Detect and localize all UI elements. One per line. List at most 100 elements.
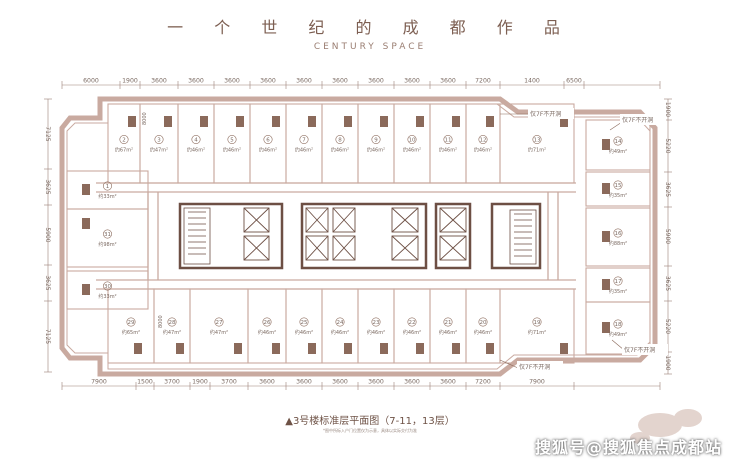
unit-25-area: 约46m² [295, 329, 313, 336]
unit-10-area: 约46m² [403, 147, 421, 154]
unit-26-number: 26 [264, 320, 271, 326]
unit-29-area: 约65m² [122, 329, 140, 336]
unit-10-number: 10 [409, 138, 416, 144]
dimension-bottom-4: 3700 [221, 379, 237, 386]
unit-30-outline [66, 270, 149, 310]
dimension-left-1: 3625 [44, 179, 51, 194]
unit-28-area: 约47m² [163, 329, 181, 336]
unit-1-column [82, 184, 90, 195]
callout-top-a: 仅7F不开洞 [500, 108, 574, 119]
unit-24-column [344, 343, 352, 354]
unit-3-area: 约47m² [150, 147, 168, 154]
page-title: 一 个 世 纪 的 成 都 作 品 [167, 18, 573, 37]
unit-5-column [236, 116, 244, 127]
elevator-bank-b [305, 207, 419, 261]
unit-6-number: 6 [266, 138, 270, 144]
dimension-right-6: 1900 [664, 355, 671, 370]
unit-31-column [82, 218, 90, 229]
unit-4-column [200, 116, 208, 127]
unit-15-outline [585, 171, 651, 207]
unit-24-number: 24 [337, 320, 344, 326]
dimension-left-0: 7125 [44, 126, 51, 141]
unit-28-column [176, 343, 184, 354]
unit-16-column [602, 231, 610, 242]
unit-4-number: 4 [194, 138, 198, 144]
wall-dimension-bottom: 8000 [158, 315, 164, 328]
unit-2-number: 2 [122, 138, 126, 144]
unit-8-area: 约46m² [331, 147, 349, 154]
dimension-right-1: 5220 [664, 138, 671, 153]
page-subtitle: CENTURY SPACE [313, 42, 427, 52]
unit-22-column [416, 343, 424, 354]
unit-11-area: 约46m² [439, 147, 457, 154]
unit-5-area: 约46m² [223, 147, 241, 154]
dimension-bottom-9: 3600 [404, 379, 420, 386]
unit-11-number: 11 [445, 138, 452, 144]
dimension-bottom-2: 3700 [164, 379, 180, 386]
dimension-bottom-7: 3600 [332, 379, 348, 386]
unit-27-number: 27 [216, 320, 223, 326]
unit-4-area: 约46m² [187, 147, 205, 154]
unit-9-number: 9 [374, 138, 378, 144]
svg-text:仅7F不开洞: 仅7F不开洞 [519, 363, 550, 371]
unit-13-column [560, 116, 568, 127]
unit-14-number: 14 [615, 139, 622, 145]
dimension-right-0: 1900 [664, 102, 671, 117]
svg-text:仅7F不开洞: 仅7F不开洞 [530, 110, 561, 118]
dimension-bottom-1: 1500 [137, 379, 153, 386]
unit-31-area: 约98m² [98, 241, 116, 248]
unit-20-column [486, 343, 494, 354]
unit-19-number: 19 [534, 320, 541, 326]
unit-2-area: 约67m² [115, 147, 133, 154]
dimension-bottom-8: 3600 [368, 379, 384, 386]
unit-7-column [308, 116, 316, 127]
dimension-top-5: 3600 [260, 78, 276, 85]
dimension-top-0: 6000 [83, 78, 99, 85]
central-core [178, 202, 542, 270]
unit-26-area: 约46m² [258, 329, 276, 336]
unit-13-number: 13 [534, 138, 541, 144]
unit-1-area: 约33m² [98, 193, 116, 200]
wall-dimension-top: 8000 [142, 112, 148, 125]
dimension-right-3: 5900 [664, 229, 671, 244]
unit-11-column [452, 116, 460, 127]
dimension-left-4: 7125 [44, 329, 51, 344]
unit-7-area: 约46m² [295, 147, 313, 154]
unit-31-outline [66, 208, 149, 268]
building-outline [59, 96, 658, 377]
dimension-bottom-12: 7900 [529, 379, 545, 386]
landscape-decoration [630, 409, 702, 444]
unit-20-number: 20 [480, 320, 487, 326]
dimension-right-2: 3625 [664, 182, 671, 197]
unit-14-outline [585, 119, 651, 171]
unit-17-area: 约35m² [609, 288, 627, 295]
unit-13-outline [499, 103, 575, 184]
unit-30-area: 约33m² [98, 293, 116, 300]
unit-30-number: 30 [104, 284, 111, 290]
unit-25-column [308, 343, 316, 354]
unit-2-column [128, 116, 136, 127]
callout-bottom-right: 仅7F不开洞 [624, 346, 655, 354]
unit-25-number: 25 [301, 320, 308, 326]
stair-left [183, 207, 211, 265]
units-bottom-row: 29约65m²28约47m²27约47m²26约46m²25约46m²24约46… [107, 288, 575, 364]
unit-8-column [344, 116, 352, 127]
dimension-bottom-10: 3600 [440, 379, 456, 386]
unit-10-column [416, 116, 424, 127]
units-top-row: 2约67m²3约47m²4约46m²5约46m²6约46m²7约46m²8约46… [107, 103, 575, 184]
dimension-top-3: 3600 [188, 78, 204, 85]
unit-6-column [272, 116, 280, 127]
watermark: 搜狐号@搜狐焦点成都站 [534, 438, 722, 457]
unit-9-area: 约46m² [367, 147, 385, 154]
dimension-top-2: 3600 [151, 78, 167, 85]
unit-21-number: 21 [445, 320, 452, 326]
dimension-top-6: 3600 [296, 78, 312, 85]
callout-top-b: 仅7F不开洞 [609, 114, 666, 131]
dimension-top-4: 3600 [224, 78, 240, 85]
unit-12-area: 约46m² [474, 147, 492, 154]
unit-18-column [602, 322, 610, 333]
